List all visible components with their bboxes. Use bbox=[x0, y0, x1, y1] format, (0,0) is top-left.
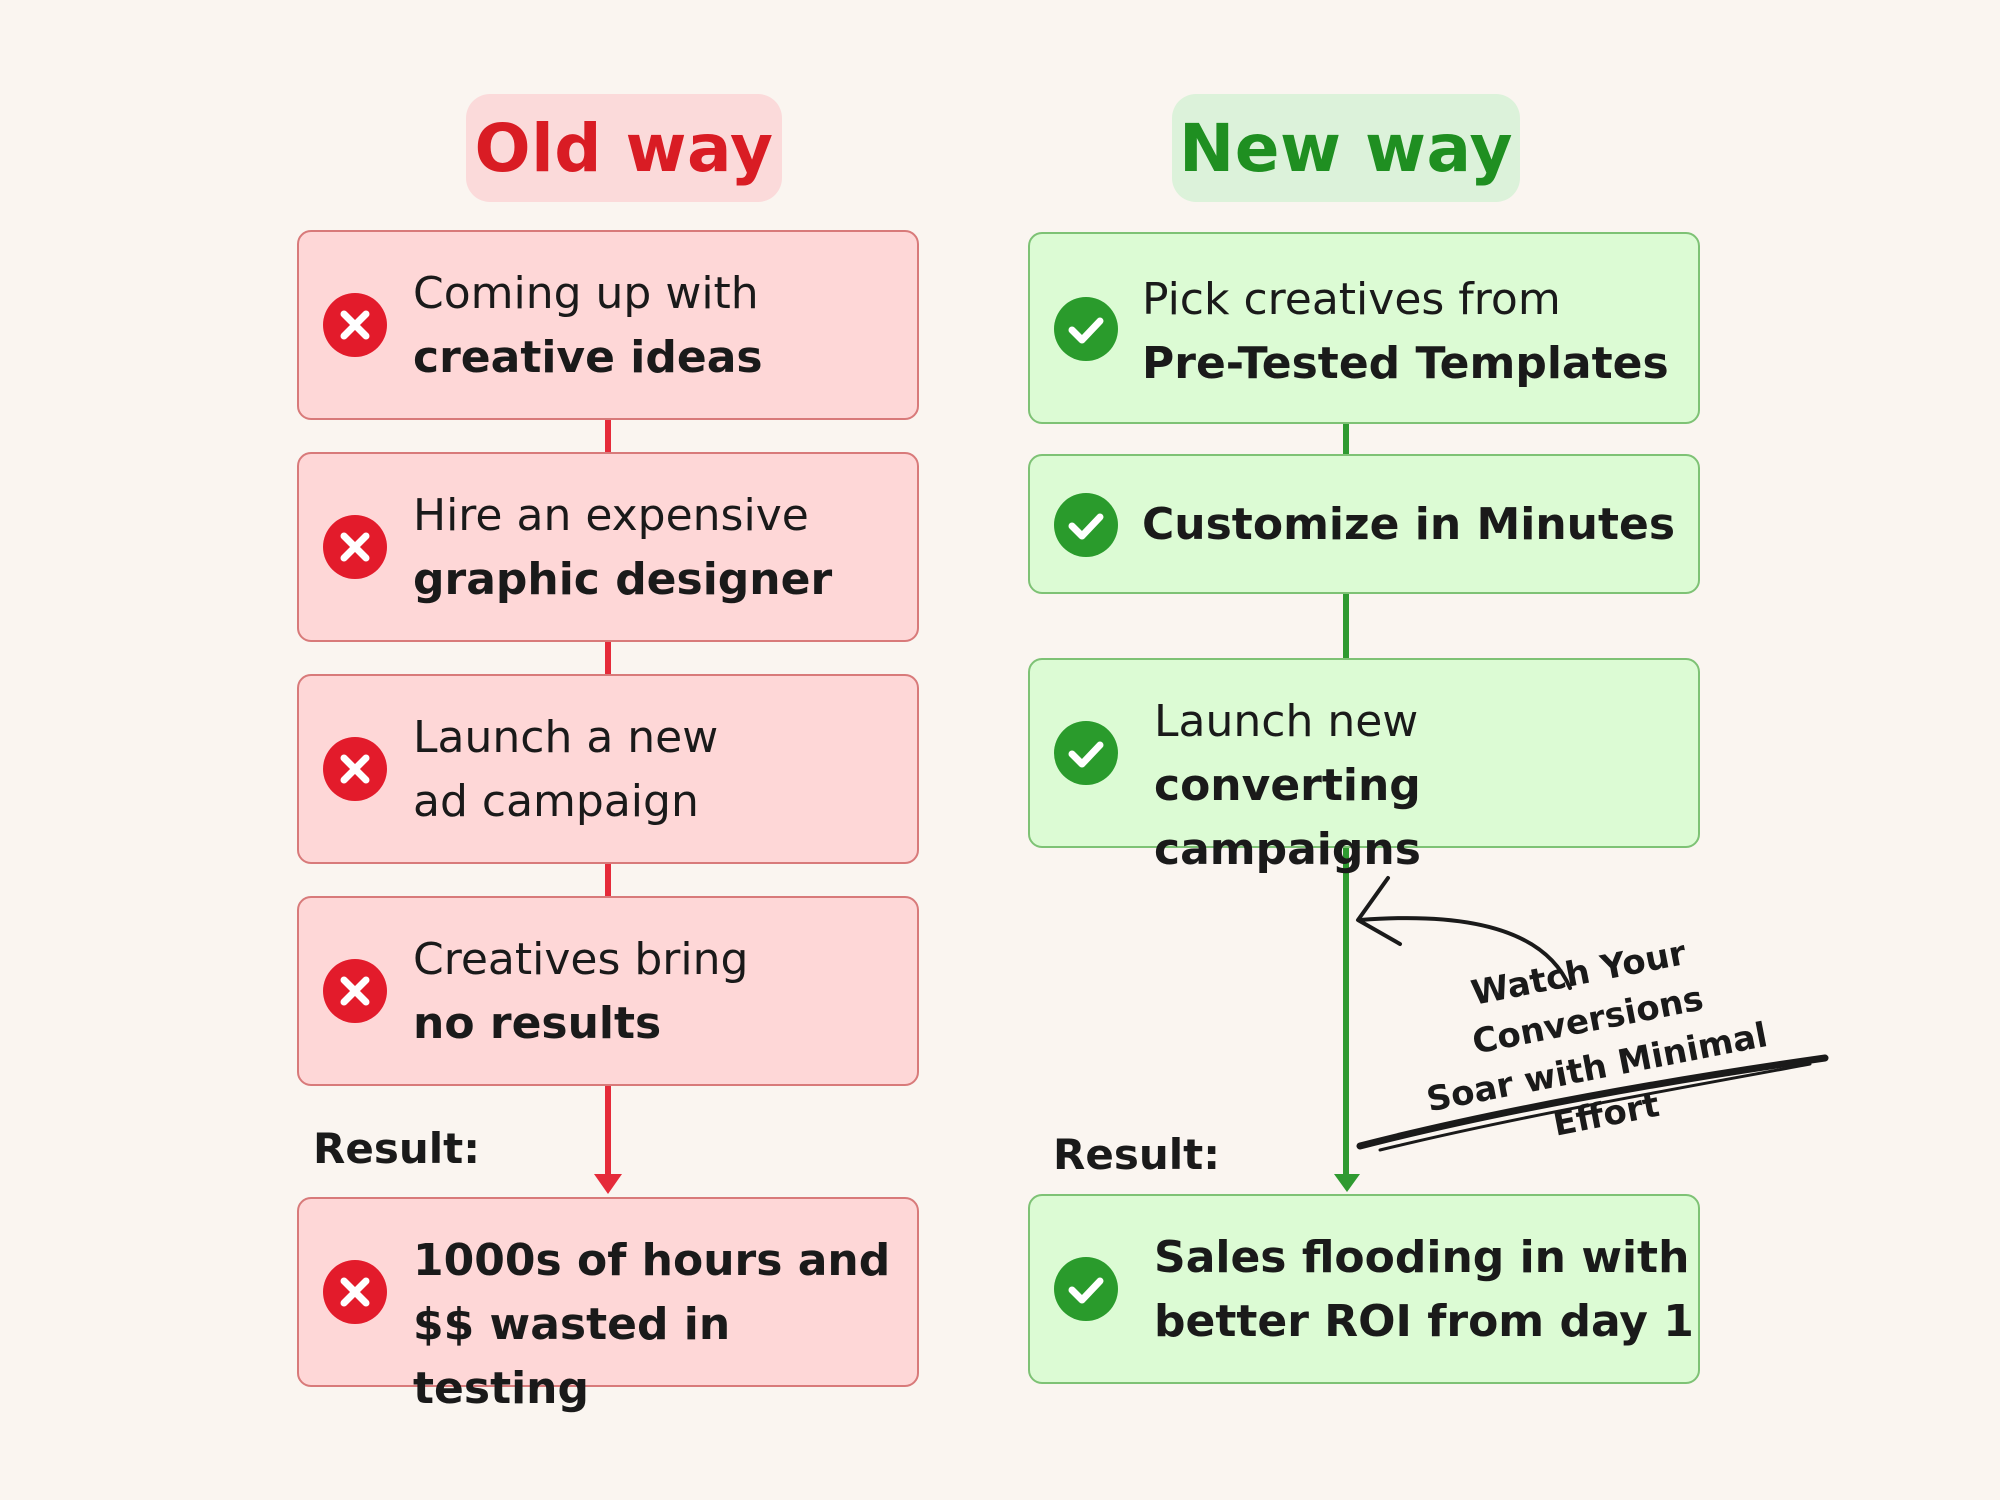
old-step-1: Coming up with creative ideas bbox=[297, 230, 919, 420]
new-way-heading: New way bbox=[1172, 94, 1520, 202]
new-connector-1 bbox=[1343, 422, 1349, 456]
old-step-2: Hire an expensive graphic designer bbox=[297, 452, 919, 642]
old-connector-2 bbox=[605, 640, 611, 674]
old-arrow-head bbox=[594, 1174, 622, 1194]
new-arrow-line bbox=[1343, 846, 1349, 1176]
result-text-line2: $$ wasted in testing bbox=[413, 1299, 731, 1414]
old-step-3: Launch a new ad campaign bbox=[297, 674, 919, 864]
old-result-card: 1000s of hours and $$ wasted in testing bbox=[297, 1197, 919, 1414]
curved-arrow bbox=[1356, 876, 1572, 990]
step-text-line1: Coming up with bbox=[413, 268, 759, 319]
step-text-line2: ad campaign bbox=[413, 776, 699, 827]
x-circle-icon bbox=[323, 1260, 387, 1324]
step-text-line2: creative ideas bbox=[413, 332, 763, 383]
old-arrow-line bbox=[605, 1085, 611, 1178]
step-text-line2: no results bbox=[413, 998, 662, 1049]
old-way-heading: Old way bbox=[466, 94, 782, 202]
new-connector-2 bbox=[1343, 592, 1349, 660]
step-text-line2: campaigns bbox=[1154, 824, 1421, 875]
step-text-line1: Customize in Minutes bbox=[1142, 499, 1676, 550]
new-step-1: Pick creatives from Pre-Tested Templates bbox=[1028, 232, 1700, 424]
x-circle-icon bbox=[323, 737, 387, 801]
new-result-card: Sales flooding in with better ROI from d… bbox=[1028, 1194, 1700, 1384]
result-text-line2: better ROI from day 1 bbox=[1154, 1296, 1694, 1347]
new-step-3: Launch new converting campaigns bbox=[1028, 658, 1700, 875]
old-step-4: Creatives bring no results bbox=[297, 896, 919, 1086]
annotation-underline bbox=[1356, 1054, 1829, 1152]
step-text-line2: graphic designer bbox=[413, 554, 833, 605]
new-result-label: Result: bbox=[1053, 1130, 1220, 1179]
check-circle-icon bbox=[1054, 1257, 1118, 1321]
step-text-line1: Pick creatives from bbox=[1142, 274, 1561, 325]
check-circle-icon bbox=[1054, 297, 1118, 361]
step-text-line1: Creatives bring bbox=[413, 934, 749, 985]
new-arrow-head bbox=[1334, 1174, 1360, 1192]
old-connector-3 bbox=[605, 862, 611, 896]
result-text-line1: 1000s of hours and bbox=[413, 1235, 891, 1286]
result-text-line1: Sales flooding in with bbox=[1154, 1232, 1690, 1283]
step-text-line1-bold: converting bbox=[1154, 760, 1421, 811]
check-circle-icon bbox=[1054, 493, 1118, 557]
x-circle-icon bbox=[323, 293, 387, 357]
step-text-line1: Hire an expensive bbox=[413, 490, 809, 541]
old-result-label: Result: bbox=[313, 1124, 480, 1173]
step-text-line1-plain: Launch new bbox=[1154, 696, 1419, 747]
step-text-line1: Launch a new bbox=[413, 712, 719, 763]
check-circle-icon bbox=[1054, 721, 1118, 785]
new-step-2: Customize in Minutes bbox=[1028, 454, 1700, 594]
old-connector-1 bbox=[605, 418, 611, 452]
step-text-line2: Pre-Tested Templates bbox=[1142, 338, 1669, 389]
x-circle-icon bbox=[323, 515, 387, 579]
x-circle-icon bbox=[323, 959, 387, 1023]
